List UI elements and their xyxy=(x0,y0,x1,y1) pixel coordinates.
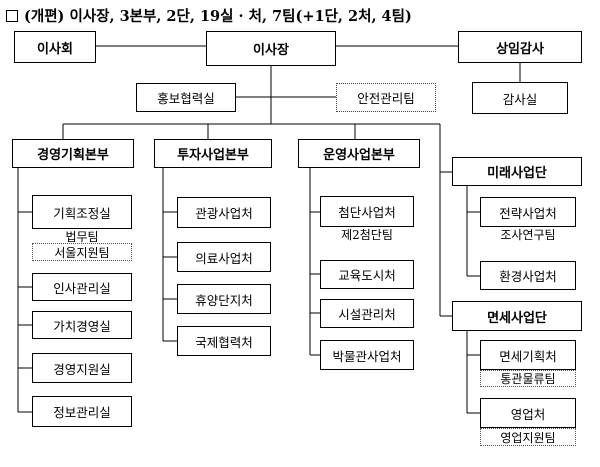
management-unit-label: 기획조정실 xyxy=(53,205,111,221)
future-unit-label: 전략사업처 xyxy=(499,205,557,221)
investment-unit-label: 관광사업처 xyxy=(195,206,253,221)
dutyfree-unit-label: 영업처 xyxy=(510,406,546,422)
operations-division-head: 운영사업본부 xyxy=(298,139,420,168)
operations-unit-label: 박물관사업처 xyxy=(332,348,402,364)
management-unit-box: 경영지원실 xyxy=(32,353,132,383)
dutyfree-sub-team: 영업지원팀 xyxy=(480,428,576,446)
dutyfree-unit-box: 면세기획처 xyxy=(480,340,576,370)
board-box: 이사회 xyxy=(14,31,96,63)
investment-unit-box: 관광사업처 xyxy=(177,197,271,228)
operations-unit-box: 교육도시처 xyxy=(320,260,414,289)
operations-unit-label: 교육도시처 xyxy=(338,268,396,283)
management-unit-box: 정보관리실 xyxy=(32,396,132,427)
future-division-label: 미래사업단 xyxy=(487,166,547,181)
operations-unit-box: 시설관리처 xyxy=(320,299,414,328)
dutyfree-division-head: 면세사업단 xyxy=(452,301,582,331)
management-sub-team-label: 법무팀 xyxy=(65,230,99,244)
page-title: (개편) 이사장, 3본부, 2단, 19실 · 처, 7팀(+1단, 2처, … xyxy=(6,5,412,26)
operations-unit-label: 시설관리처 xyxy=(338,307,396,322)
dutyfree-division-label: 면세사업단 xyxy=(487,310,547,326)
investment-unit-box: 의료사업처 xyxy=(177,242,271,272)
audit-office-box: 감사실 xyxy=(472,82,568,114)
page-title-text: (개편) 이사장, 3본부, 2단, 19실 · 처, 7팀(+1단, 2처, … xyxy=(24,8,412,25)
management-sub-team-label: 서울지원팀 xyxy=(54,245,110,260)
dutyfree-unit-label: 면세기획처 xyxy=(499,348,557,364)
chairman-box: 이사장 xyxy=(206,31,336,66)
pr-office-box: 홍보협력실 xyxy=(136,83,236,112)
safety-team-label: 안전관리팀 xyxy=(357,91,415,106)
dutyfree-sub-team: 통관물류팀 xyxy=(480,370,576,387)
investment-unit-box: 국제협력처 xyxy=(177,326,271,356)
operations-sub-team: 제2첨단팀 xyxy=(320,227,414,242)
management-sub-team: 서울지원팀 xyxy=(32,243,132,261)
chairman-label: 이사장 xyxy=(253,43,289,58)
management-unit-box: 기획조정실 xyxy=(32,195,132,229)
operations-division-label: 운영사업본부 xyxy=(323,148,395,163)
investment-division-label: 투자사업본부 xyxy=(177,148,249,163)
management-unit-label: 경영지원실 xyxy=(53,361,111,377)
investment-unit-box: 휴양단지처 xyxy=(177,284,271,314)
safety-team-box: 안전관리팀 xyxy=(336,83,436,112)
management-sub-team: 법무팀 xyxy=(32,229,132,244)
future-division-head: 미래사업단 xyxy=(452,157,582,186)
checkbox-square-icon xyxy=(6,9,18,22)
management-division-label: 경영기획본부 xyxy=(37,148,109,163)
investment-unit-label: 의료사업처 xyxy=(195,250,253,266)
future-unit-label: 환경사업처 xyxy=(499,269,557,284)
auditor-box: 상임감사 xyxy=(458,31,582,63)
management-unit-label: 정보관리실 xyxy=(53,405,111,420)
future-sub-team-label: 조사연구팀 xyxy=(500,228,556,242)
management-unit-box: 가치경영실 xyxy=(32,311,132,339)
future-unit-box: 전략사업처 xyxy=(480,197,576,227)
management-unit-label: 인사관리실 xyxy=(53,280,111,296)
dutyfree-unit-box: 영업처 xyxy=(480,398,576,428)
future-unit-box: 환경사업처 xyxy=(480,261,576,290)
operations-unit-box: 첨단사업처 xyxy=(320,196,414,227)
management-unit-label: 가치경영실 xyxy=(53,318,111,334)
dutyfree-sub-team-label: 통관물류팀 xyxy=(500,372,556,386)
operations-unit-label: 첨단사업처 xyxy=(338,205,396,220)
dutyfree-sub-team-label: 영업지원팀 xyxy=(500,430,556,445)
investment-unit-label: 휴양단지처 xyxy=(195,292,253,308)
operations-sub-team-label: 제2첨단팀 xyxy=(341,228,393,242)
audit-office-label: 감사실 xyxy=(502,91,538,107)
board-label: 이사회 xyxy=(37,41,73,57)
auditor-label: 상임감사 xyxy=(496,41,544,57)
operations-unit-box: 박물관사업처 xyxy=(320,340,414,370)
investment-division-head: 투자사업본부 xyxy=(154,139,272,168)
pr-office-label: 홍보협력실 xyxy=(157,91,215,106)
investment-unit-label: 국제협력처 xyxy=(195,334,253,350)
management-division-head: 경영기획본부 xyxy=(12,139,134,168)
management-unit-box: 인사관리실 xyxy=(32,273,132,301)
future-sub-team: 조사연구팀 xyxy=(480,227,576,242)
